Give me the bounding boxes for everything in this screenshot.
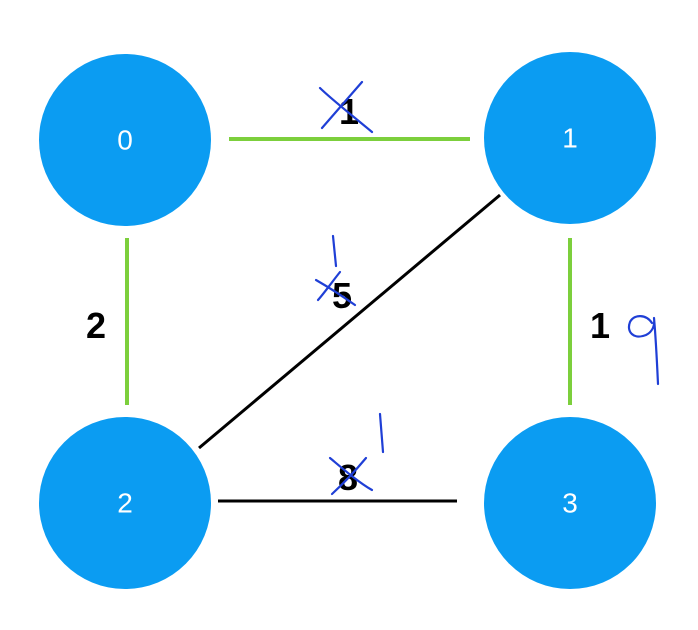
node-1: 1	[484, 52, 656, 224]
handwritten-one-edge-1-2	[331, 234, 338, 268]
cross-out-mark-edge-0-1	[318, 80, 374, 134]
handwritten-nine-edge-1-3	[627, 315, 660, 386]
edge-1-3-weight: 1	[590, 305, 610, 346]
node-3: 3	[484, 417, 656, 589]
edge-0-2-weight: 2	[86, 305, 106, 346]
node-1-label: 1	[562, 123, 578, 154]
node-0: 0	[39, 54, 211, 226]
node-2: 2	[39, 417, 211, 589]
node-2-label: 2	[117, 488, 133, 519]
node-3-label: 3	[562, 488, 578, 519]
handwritten-one-edge-2-3	[378, 412, 385, 454]
cross-out-mark-edge-2-3	[328, 456, 374, 496]
node-0-label: 0	[117, 125, 133, 156]
cross-out-mark-edge-1-2	[314, 270, 357, 307]
edge-1-2	[198, 193, 501, 450]
